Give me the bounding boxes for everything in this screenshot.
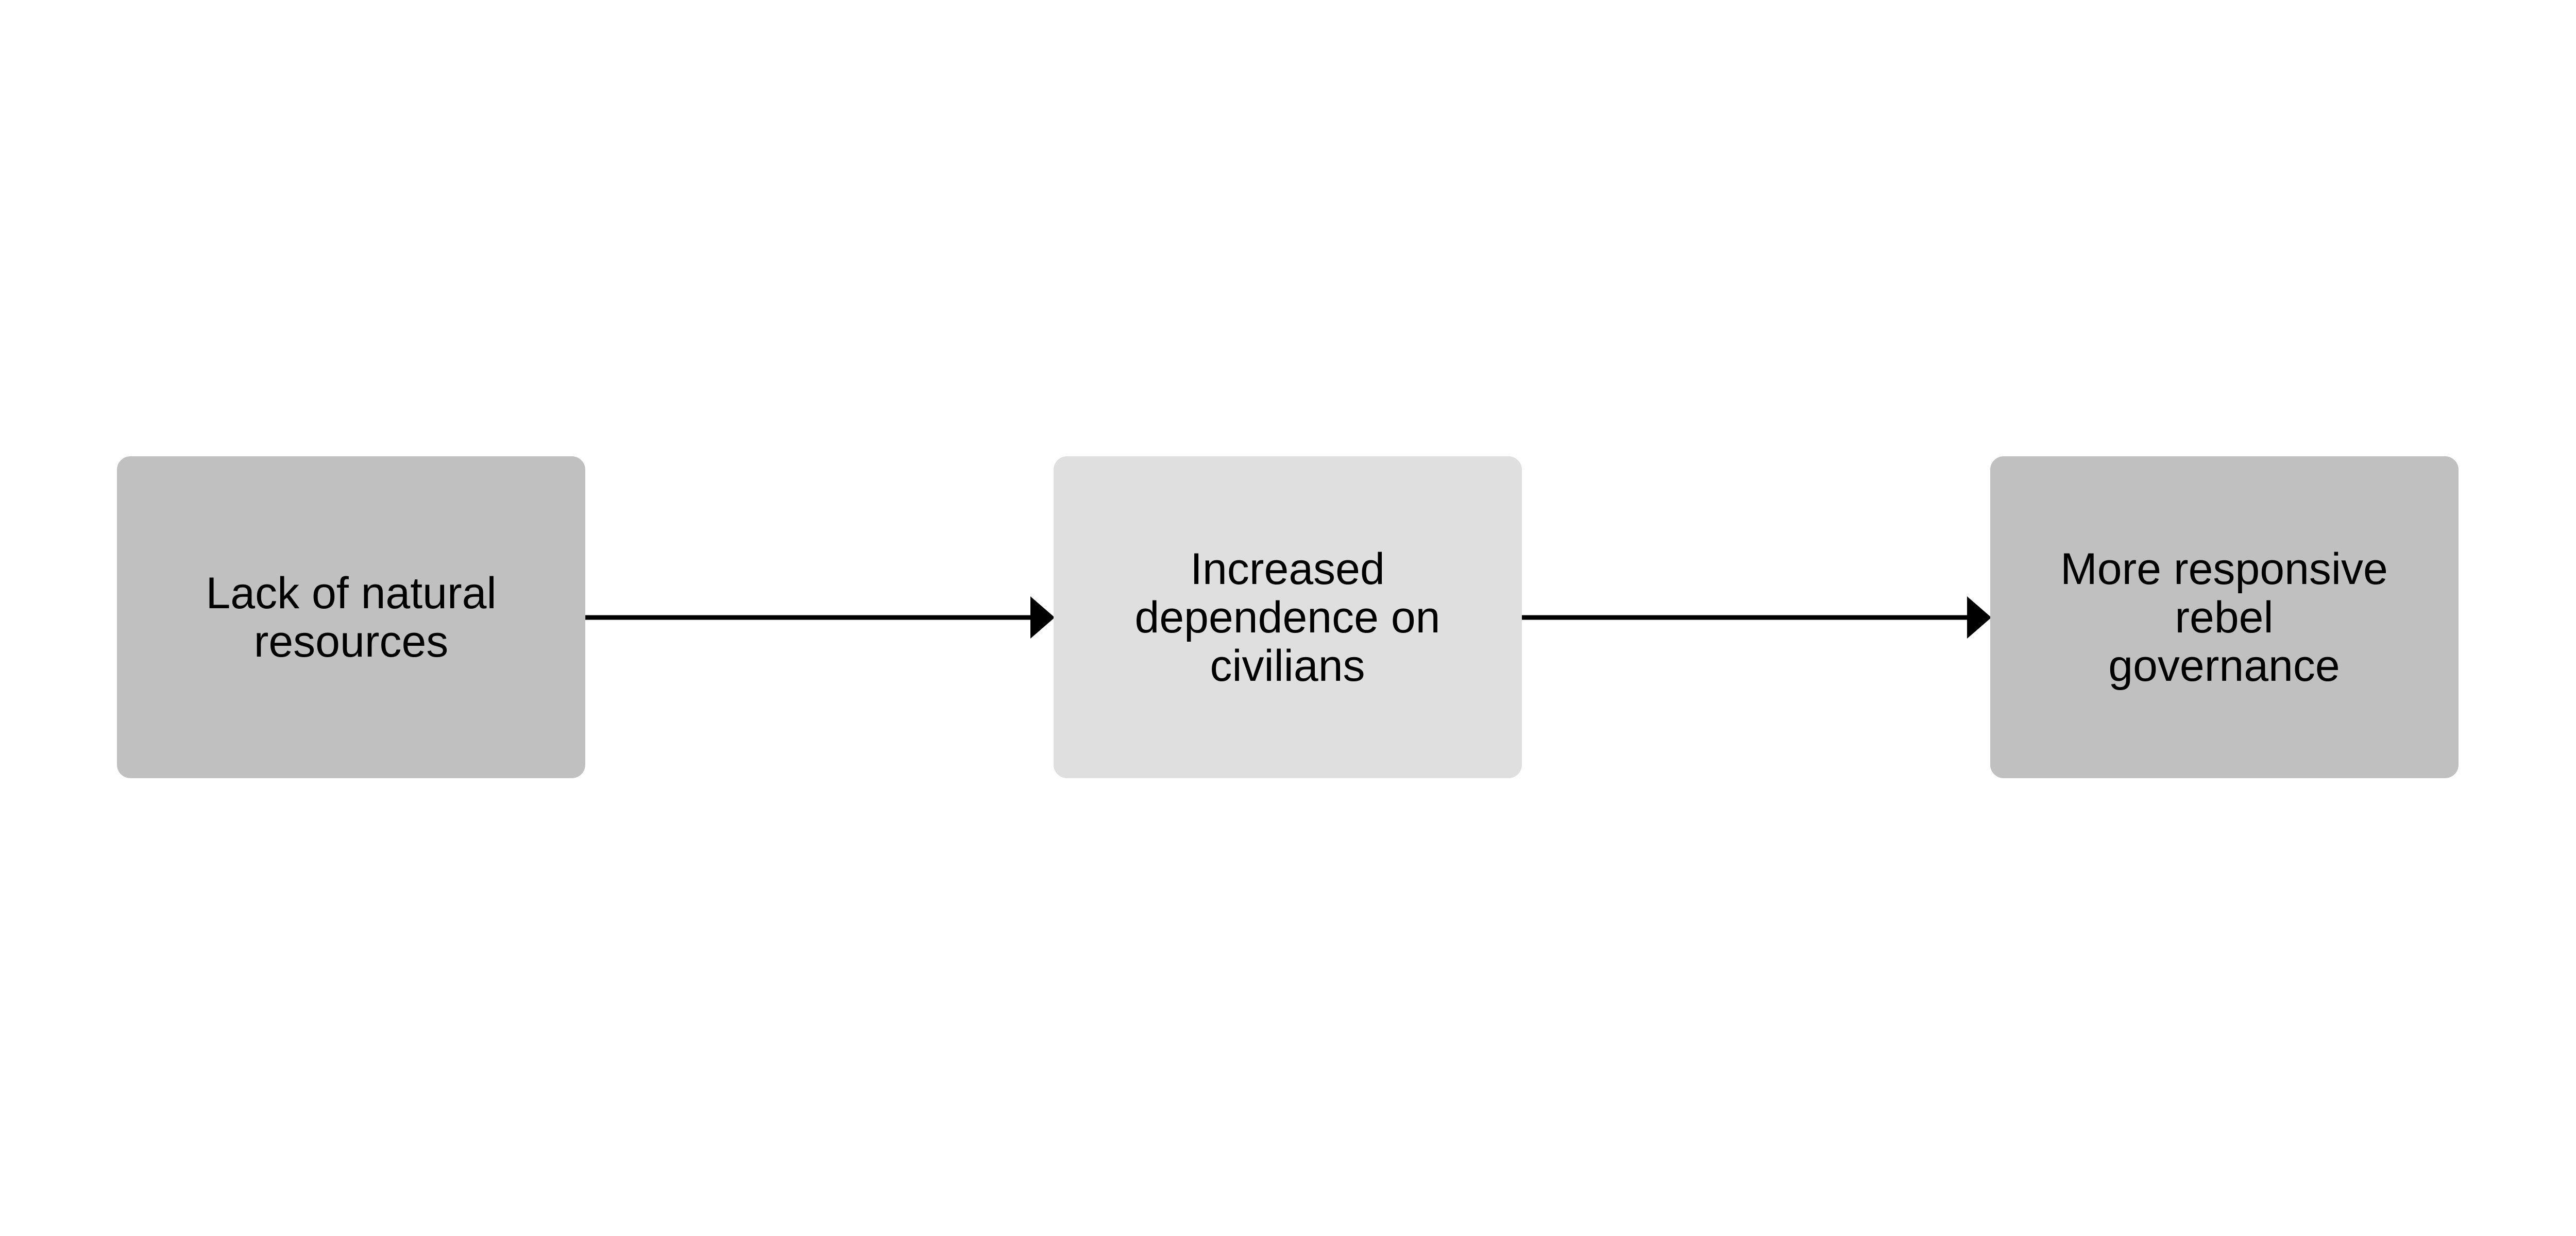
arrowhead-icon [1967, 596, 1992, 639]
edge-n2-to-n3 [1521, 596, 1992, 639]
edge-n1-to-n2 [585, 596, 1055, 639]
node-label-line: Increased [1190, 544, 1385, 594]
node-lack-of-natural-resources: Lack of natural resources [117, 456, 585, 778]
arrowhead-icon [1030, 596, 1055, 639]
node-label-line: governance [2108, 641, 2340, 691]
node-label-line: Lack of natural [206, 568, 497, 618]
node-more-responsive-rebel-governance: More responsive rebel governance [1990, 456, 2459, 778]
node-increased-dependence-on-civilians: Increased dependence on civilians [1053, 456, 1522, 778]
node-label-line: civilians [1210, 641, 1365, 691]
node-label-line: resources [253, 616, 449, 666]
node-label-line: dependence on [1134, 592, 1440, 642]
node-label-line: More responsive [2060, 544, 2388, 594]
node-label-line: rebel [2175, 592, 2274, 642]
